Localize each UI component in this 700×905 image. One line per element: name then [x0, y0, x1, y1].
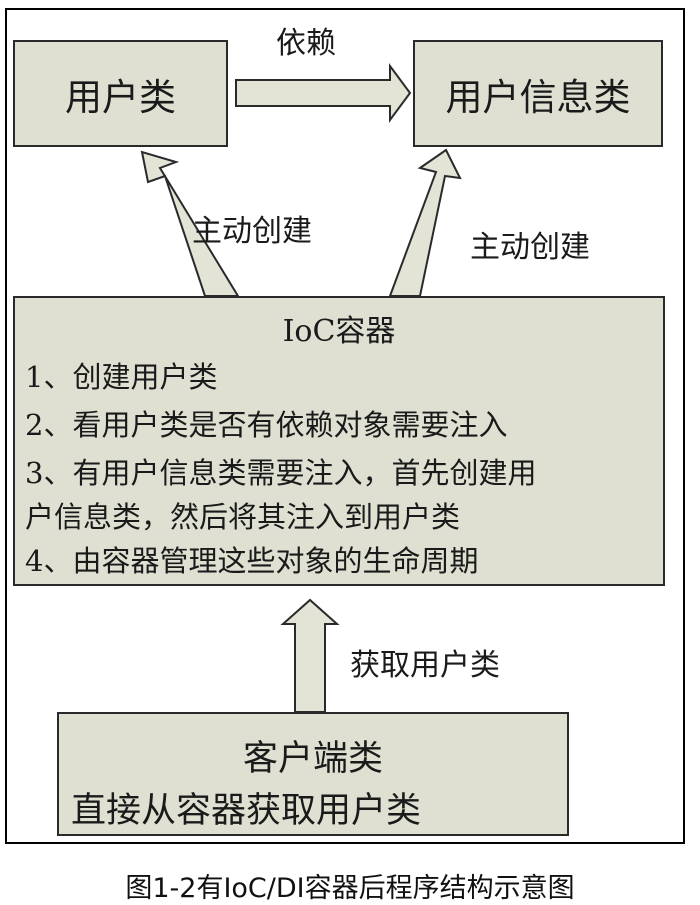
- figure-caption: 图1-2有IoC/DI容器后程序结构示意图: [125, 873, 575, 904]
- ioc-line: 3、有用户信息类需要注入，首先创建用: [25, 456, 537, 490]
- ioc-line: 4、由容器管理这些对象的生命周期: [25, 544, 479, 578]
- ioc-container-box: IoC容器 1、创建用户类 2、看用户类是否有依赖对象需要注入 3、有用户信息类…: [13, 296, 665, 586]
- user-info-class-box: 用户信息类: [413, 40, 663, 147]
- user-class-label: 用户类: [65, 75, 176, 119]
- client-class-description: 直接从容器获取用户类: [71, 791, 422, 831]
- get-user-label: 获取用户类: [350, 648, 500, 683]
- client-class-box: 客户端类 直接从容器获取用户类: [57, 712, 569, 836]
- user-class-box: 用户类: [13, 40, 228, 147]
- ioc-title: IoC容器: [282, 314, 396, 349]
- create-user-info-label: 主动创建: [470, 230, 590, 265]
- ioc-line: 户信息类，然后将其注入到用户类: [25, 500, 461, 534]
- ioc-line: 1、创建用户类: [25, 360, 218, 394]
- ioc-line: 2、看用户类是否有依赖对象需要注入: [25, 408, 508, 442]
- create-user-label: 主动创建: [192, 214, 312, 249]
- client-class-title: 客户端类: [242, 739, 383, 779]
- user-info-class-label: 用户信息类: [445, 75, 631, 119]
- depends-label: 依赖: [276, 26, 336, 61]
